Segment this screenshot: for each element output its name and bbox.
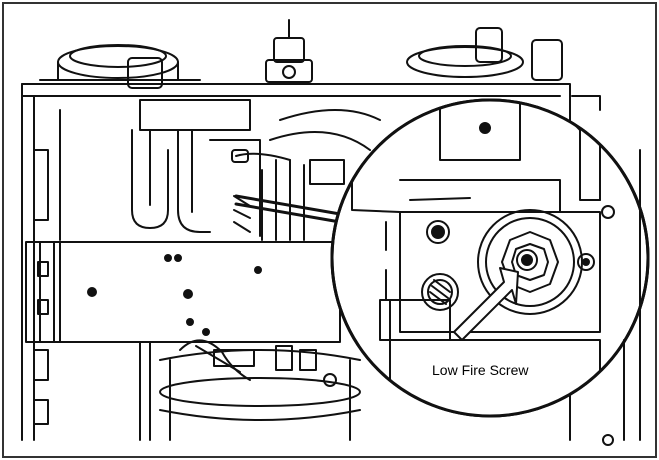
left-flue-adapter <box>39 44 201 89</box>
callout-leader <box>234 194 342 224</box>
chassis-frame <box>21 83 571 441</box>
heat-exchanger-pipes <box>131 99 381 241</box>
lower-assembly <box>33 339 361 441</box>
magnifier-ring <box>330 98 650 418</box>
mounting-bracket <box>25 241 341 343</box>
callout-label: Low Fire Screw <box>432 362 529 378</box>
right-flue-adapter <box>406 27 563 81</box>
low-fire-screw <box>521 254 533 266</box>
callout-arrow <box>453 267 519 341</box>
low-fire-screw-assembly <box>477 205 615 315</box>
center-gas-valve-top <box>265 19 313 83</box>
